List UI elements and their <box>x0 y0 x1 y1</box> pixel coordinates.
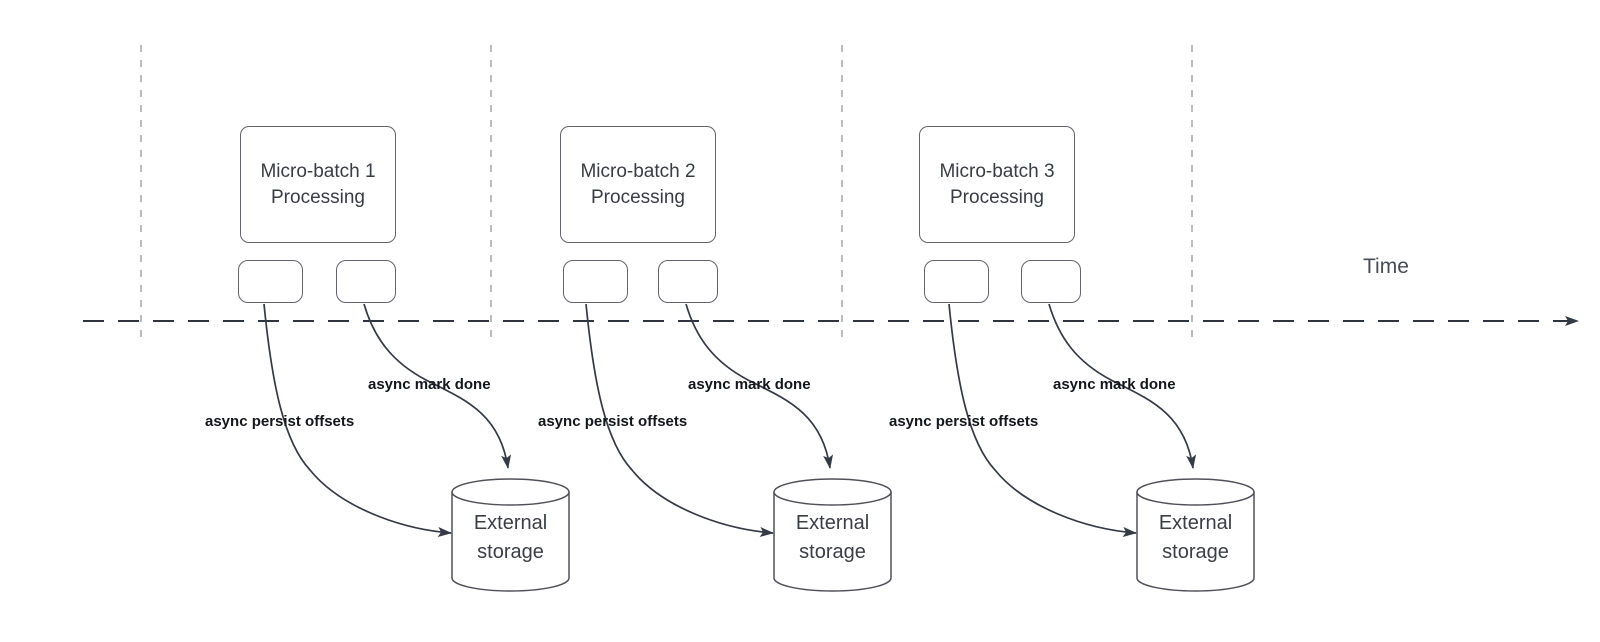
external-storage-label-1: External storage <box>473 512 548 563</box>
async-persist-task-box-3 <box>924 260 989 303</box>
micro-batch-2-box-label: Micro-batch 2 Processing <box>580 160 696 208</box>
micro-batch-3-box: Micro-batch 3 Processing <box>919 126 1075 243</box>
mark-done-arrow-1 <box>363 303 512 469</box>
async-persist-offsets-label-2: async persist offsets <box>538 413 688 430</box>
flow-group-1 <box>263 303 570 592</box>
external-storage-label-2: External storage <box>795 512 870 563</box>
time-axis-label: Time <box>1363 255 1409 278</box>
external-storage-label-3: External storage <box>1158 512 1233 563</box>
async-mark-done-label-2: async mark done <box>688 376 811 393</box>
async-mark-done-label-3: async mark done <box>1053 376 1176 393</box>
flow-group-3 <box>948 303 1255 592</box>
flow-group-2 <box>585 303 892 592</box>
async-persist-task-box-1 <box>238 260 303 303</box>
time-gridlines <box>140 45 1193 338</box>
async-persist-task-box-2 <box>563 260 628 303</box>
external-storage-cylinder-1 <box>451 478 570 592</box>
async-persist-offsets-label-3: async persist offsets <box>889 413 1039 430</box>
async-mark-done-task-box-1 <box>336 260 396 303</box>
mark-done-arrow-3 <box>1048 303 1197 469</box>
external-storage-cylinder-2 <box>773 478 892 592</box>
micro-batch-1-box: Micro-batch 1 Processing <box>240 126 396 243</box>
micro-batch-1-box-label: Micro-batch 1 Processing <box>260 160 376 208</box>
persist-offsets-arrow-2 <box>585 303 774 537</box>
mark-done-arrow-2 <box>685 303 834 469</box>
async-mark-done-label-1: async mark done <box>368 376 491 393</box>
persist-offsets-arrow-1 <box>263 303 452 537</box>
async-mark-done-task-box-3 <box>1021 260 1081 303</box>
micro-batch-3-box-label: Micro-batch 3 Processing <box>939 160 1055 208</box>
micro-batch-2-box: Micro-batch 2 Processing <box>560 126 716 243</box>
external-storage-cylinder-3 <box>1136 478 1255 592</box>
async-persist-offsets-label-1: async persist offsets <box>205 413 355 430</box>
async-mark-done-task-box-2 <box>658 260 718 303</box>
persist-offsets-arrow-3 <box>948 303 1137 537</box>
